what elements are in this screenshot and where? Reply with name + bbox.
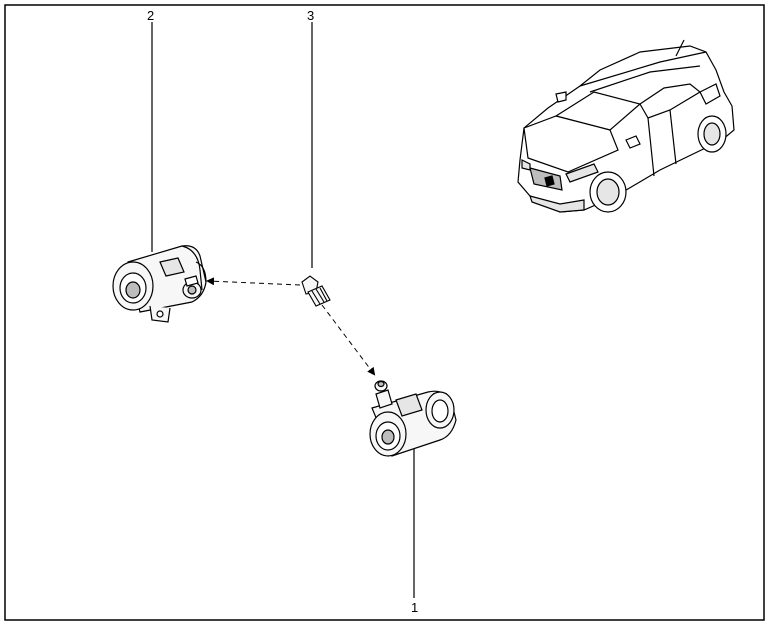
- callout-part3: 3: [307, 8, 315, 23]
- diagram-frame: [4, 4, 765, 621]
- wheel-cylinder-icon: [369, 380, 457, 457]
- callout-part2: 2: [147, 8, 155, 23]
- assembly-arrow-to-part2: [206, 277, 301, 286]
- callout-part1: 1: [411, 600, 419, 615]
- wheel-cylinder-icon: [112, 245, 207, 323]
- bleeder-valve-icon: [301, 275, 331, 307]
- assembly-arrow-to-part1: [321, 304, 376, 376]
- car-icon: [517, 39, 735, 213]
